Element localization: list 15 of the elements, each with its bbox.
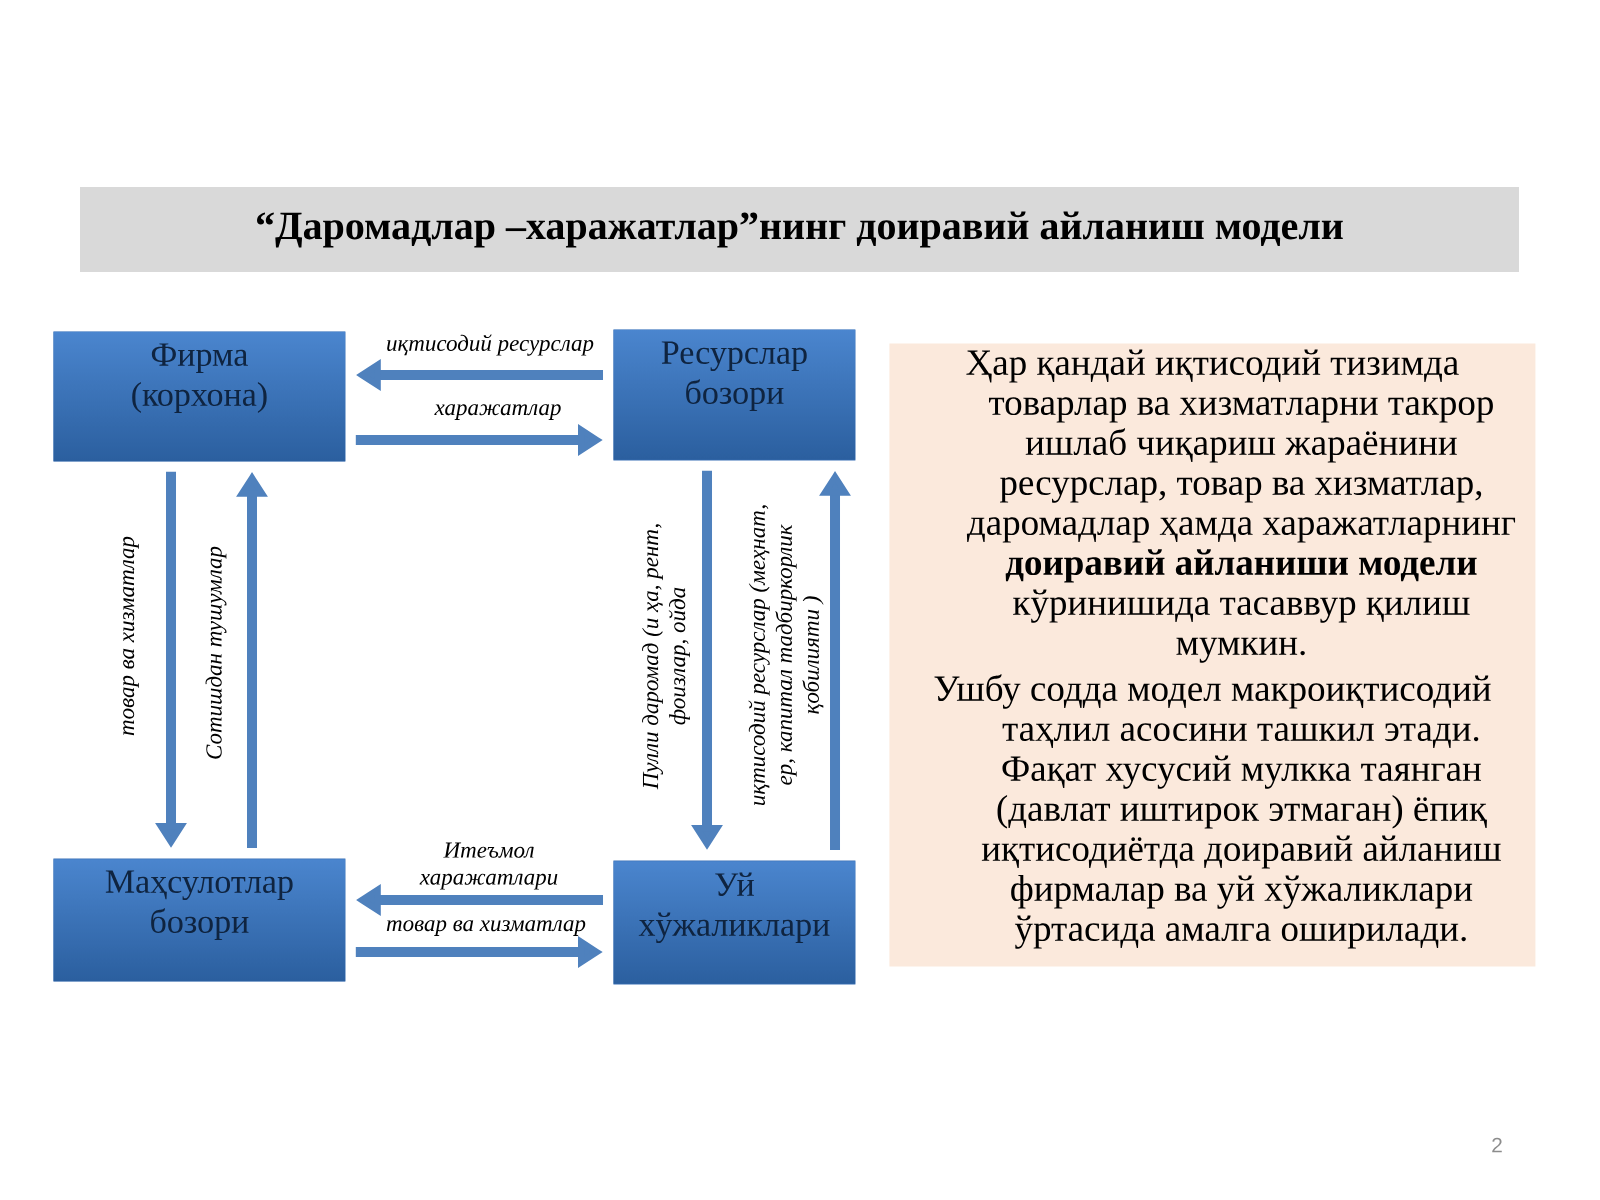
edge-label: Сотишдан тушумлар [205,546,227,759]
text-panel: Ҳар қандай иқтисодий тизимда товарлар ва хизматларни такрор ишлаб чиқариш жараёнини ресурслар, товар ва хизматлар, даромадлар ҳамда харажатларнинг доиравий айланиши модели кўринишида тасаввур қилиш мумкин. Ушбу содда модел макроиқтисодий таҳлил асосини ташкил этади. Фақат хусусий мулкка таянган (давлат иштирок этмаган) ёпиқ иқтисодиётда доиравий айланиш фирмалар ва уй хўжаликлари ўртасида амалга оширилади. [889,343,1536,967]
edge-label: товар ва хизматлар [123,536,139,736]
market-box: Маҳсулотлар бозори [53,858,346,982]
edge-label: Пулли даромад (и ҳа, рент, фоизлар, ойда [642,524,690,790]
edge-label: Итеъмол харажатлари [419,842,558,890]
edge-label: иқтисодий ресурслар (меҳнат, ер, капитал тадбиркорлик қобилияти ) [748,505,824,805]
market-box: Уй хўжаликлари [613,860,856,985]
market-box: Фирма (корхона) [53,331,346,462]
edge-label: иқтисодий ресурслар [387,334,594,356]
edge-label: харажатлар [434,404,561,420]
edge-label: товар ва хизматлар [386,920,586,936]
page-number: 2 [1492,1137,1502,1153]
market-box: Ресурслар бозори [613,329,856,461]
title-banner: “Даромадлар –харажатлар”нинг доиравий айланиш модели [80,187,1519,272]
